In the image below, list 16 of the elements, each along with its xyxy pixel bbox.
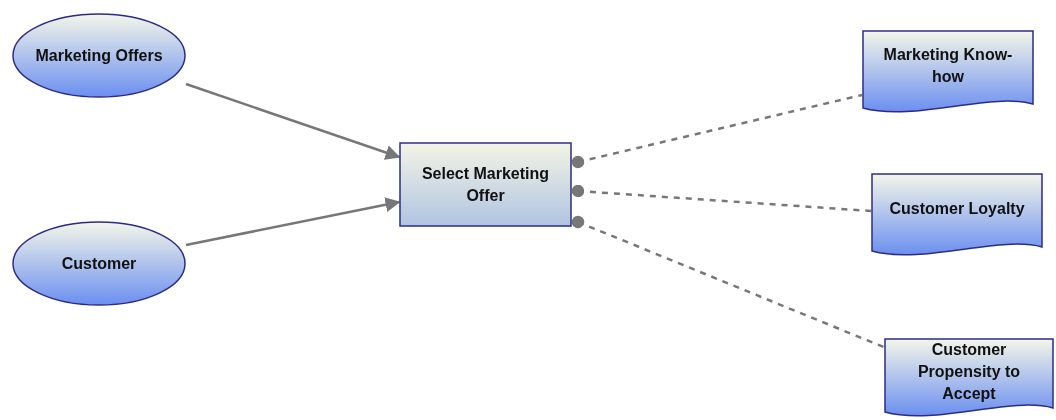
node-label: Customer [60,253,138,274]
arrow [185,82,401,160]
node-label: Marketing Offers [34,45,164,66]
terminal-ellipse [12,13,186,98]
process-box [399,142,572,227]
document-shape [884,338,1054,420]
node-label: Customer Propensity to Accept [916,340,1022,404]
node-label: Customer Loyalty [888,199,1026,219]
document-shape [862,30,1034,116]
arrow [185,197,401,247]
dashed-connector [571,184,872,213]
node-label: Marketing Know-how [882,45,1014,87]
node-label: Select Marketing Offer [420,163,551,206]
dashed-connector [571,93,863,169]
document-shape [871,173,1043,259]
terminal-ellipse [12,221,186,306]
